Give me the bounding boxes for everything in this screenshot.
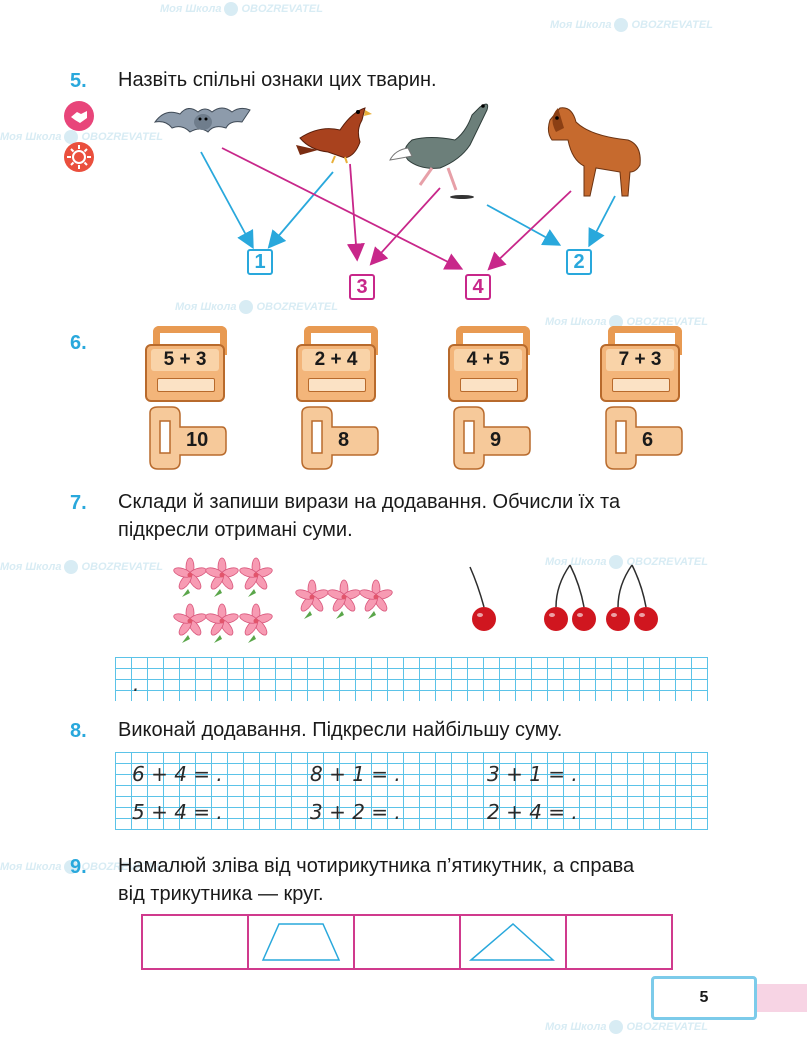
lock-expression: 7 + 3 xyxy=(606,349,674,371)
drawing-cell-empty[interactable] xyxy=(355,916,461,968)
key-number: 9 xyxy=(490,429,502,451)
task-9-text-line2: від трикутника — круг. xyxy=(118,883,324,905)
eagle-icon xyxy=(296,107,372,164)
lock: 2 + 4 xyxy=(296,326,378,402)
lock: 7 + 3 xyxy=(600,326,682,402)
horse-icon xyxy=(547,107,641,197)
lock: 4 + 5 xyxy=(448,326,530,402)
drawing-cell-triangle xyxy=(461,916,567,968)
task-7-number: 7. xyxy=(70,492,87,514)
flowers-and-cherries-illustration xyxy=(172,557,658,644)
expression: 6 + 4 = . xyxy=(132,762,223,786)
key-icon xyxy=(605,406,683,470)
animals-illustration xyxy=(153,103,641,271)
lock-expression: 5 + 3 xyxy=(151,349,219,371)
task-9-text-line1: Намалюй зліва від чотирикутника п’ятикут… xyxy=(118,855,635,877)
task-7-text-line1: Склади й запиши вирази на додавання. Обч… xyxy=(118,491,621,513)
expression: 3 + 1 = . xyxy=(487,762,578,786)
task-8-text: Виконай додавання. Підкресли найбільшу с… xyxy=(118,719,563,741)
drawing-cell-empty[interactable] xyxy=(143,916,249,968)
answer-box-3: 3 xyxy=(349,274,375,300)
answer-box-2: 2 xyxy=(566,249,592,275)
answer-box-4: 4 xyxy=(465,274,491,300)
ostrich-icon xyxy=(389,103,489,199)
task-5-number: 5. xyxy=(70,70,87,92)
expression: 8 + 1 = . xyxy=(310,762,401,786)
sun-icon xyxy=(64,142,94,172)
trapezoid-icon xyxy=(261,923,341,961)
lock-expression: 4 + 5 xyxy=(454,349,522,371)
key-icon xyxy=(453,406,531,470)
writing-grid xyxy=(115,657,708,701)
drawing-cell-quadrilateral xyxy=(249,916,355,968)
task-6-number: 6. xyxy=(70,332,87,354)
triangle-icon xyxy=(468,923,555,961)
key-icon xyxy=(301,406,379,470)
task-5-text: Назвіть спільні ознаки цих тварин. xyxy=(118,69,437,91)
key-number: 6 xyxy=(642,429,654,451)
expression: 5 + 4 = . xyxy=(132,800,223,824)
key: 8 xyxy=(298,405,382,471)
addition-grid xyxy=(115,752,708,830)
task-9-number: 9. xyxy=(70,856,87,878)
answer-box-1: 1 xyxy=(247,249,273,275)
task-8-number: 8. xyxy=(70,720,87,742)
expression: 2 + 4 = . xyxy=(487,800,578,824)
lock: 5 + 3 xyxy=(145,326,227,402)
drawing-cell-empty[interactable] xyxy=(567,916,671,968)
expression: 3 + 2 = . xyxy=(310,800,401,824)
key-icon xyxy=(149,406,227,470)
page-number: 5 xyxy=(651,976,757,1020)
key: 10 xyxy=(146,405,230,471)
grid-dot: . xyxy=(133,672,140,696)
key: 9 xyxy=(450,405,534,471)
lock-expression: 2 + 4 xyxy=(302,349,370,371)
task-7-text-line2: підкресли отримані суми. xyxy=(118,519,353,541)
key-number: 10 xyxy=(186,429,209,451)
drawing-cells xyxy=(141,914,673,970)
bat-icon xyxy=(153,107,251,133)
key: 6 xyxy=(602,405,686,471)
key-number: 8 xyxy=(338,429,350,451)
handshake-icon xyxy=(64,101,94,131)
